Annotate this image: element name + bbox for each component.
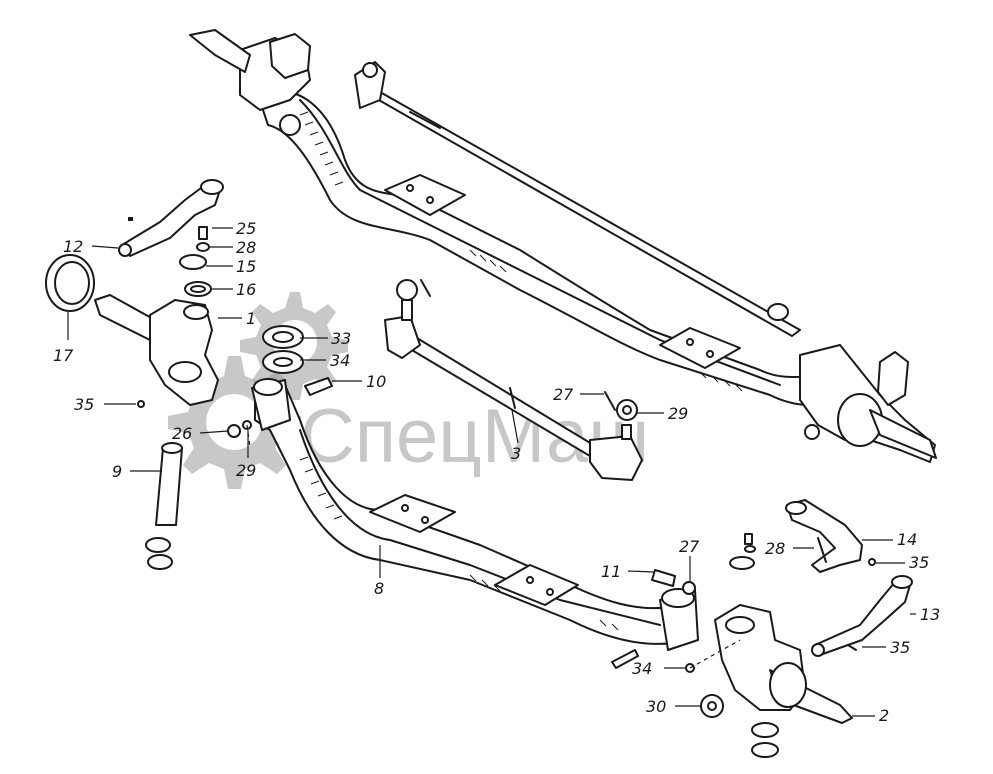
part-25-washer <box>196 242 210 252</box>
front-axle-beam <box>251 378 699 651</box>
part-13-steering-arm <box>811 575 913 657</box>
callout-15: 15 <box>236 257 256 276</box>
cotter-pin-left-tie-rod <box>420 279 431 297</box>
callout-16: 16 <box>236 280 256 299</box>
callout-1: 1 <box>246 309 256 328</box>
callout-13: 13 <box>920 605 940 624</box>
part-30-castle-nut <box>700 694 724 718</box>
callout-2: 2 <box>879 706 889 725</box>
part-28-bolt <box>817 537 827 563</box>
spring-pad-right-lower <box>494 564 579 606</box>
part-1-steering-knuckle-left <box>94 294 219 406</box>
beam-lower-edge <box>299 429 661 626</box>
callout-labels: 12 25 28 15 16 1 17 33 34 10 35 26 29 9 … <box>53 219 940 725</box>
spring-pad-right-top <box>659 327 741 369</box>
callout-35a: 35 <box>909 553 929 572</box>
part-10-wedge-pin <box>304 377 333 396</box>
callout-10: 10 <box>366 372 386 391</box>
kingpin-boss-top-left <box>279 114 301 136</box>
part-17-seal-ring <box>45 254 95 312</box>
callout-9: 9 <box>112 462 122 481</box>
callout-30: 30 <box>646 697 666 716</box>
callout-25: 28 <box>236 238 256 257</box>
cap-right <box>729 556 755 570</box>
beam-top-hatching <box>299 111 743 392</box>
callout-17: 17 <box>53 346 74 365</box>
part-22-bolt <box>198 226 208 240</box>
part-24-nut <box>682 581 696 595</box>
part-23-nut <box>227 424 241 438</box>
part-9-king-pin <box>155 442 183 526</box>
part-16-gasket <box>184 281 212 297</box>
beam-top-edge <box>299 99 781 386</box>
part-35-fitting-a <box>868 558 876 566</box>
callout-34: 34 <box>632 659 652 678</box>
callout-31: 33 <box>331 329 351 348</box>
part-33-grease-fitting <box>137 400 145 408</box>
steering-arm-boss-top-right <box>877 351 909 406</box>
small-pin-near-12 <box>128 217 133 221</box>
callout-8: 8 <box>374 579 384 598</box>
part-3-tie-rod <box>384 279 643 481</box>
part-35-fitting-b <box>847 644 857 651</box>
king-pin-seals-left <box>145 537 173 570</box>
part-2-steering-knuckle-right <box>714 604 853 724</box>
spring-pad-left-top <box>384 174 466 216</box>
callout-32: 34 <box>330 351 350 370</box>
king-pin-seals-right <box>751 722 779 758</box>
callout-28: 28 <box>765 539 785 558</box>
callout-23: 26 <box>172 424 192 443</box>
part-27-cotter-pin <box>604 391 616 411</box>
part-29-castle-nut <box>616 399 638 421</box>
callout-24: 27 <box>679 537 700 556</box>
part-31-thrust-washer <box>262 325 304 349</box>
small-bolt-right <box>744 533 756 553</box>
part-15-cap <box>179 254 207 270</box>
callout-35b: 35 <box>890 638 910 657</box>
spindle-top-left <box>189 29 251 73</box>
cotter-pin-lower <box>611 649 639 669</box>
callout-29: 29 <box>668 404 688 423</box>
callout-12: 12 <box>63 237 83 256</box>
tie-rod-nut-left <box>396 279 418 301</box>
callout-27: 27 <box>553 385 574 404</box>
callout-22: 25 <box>236 219 256 238</box>
assembled-front-axle <box>189 29 937 463</box>
callout-33: 35 <box>74 395 94 414</box>
callout-26: 29 <box>236 461 256 480</box>
part-12-steering-arm <box>118 179 224 257</box>
spindle-top-right <box>869 409 937 459</box>
leader-lines <box>67 227 916 717</box>
callout-11: 11 <box>601 562 621 581</box>
end-cap-top-right <box>767 303 789 321</box>
spring-pad-left-lower <box>369 494 456 533</box>
callout-3: 3 <box>511 444 521 463</box>
part-14-steering-arm <box>785 499 863 573</box>
part-32-shim <box>262 350 304 374</box>
callout-14: 14 <box>897 530 917 549</box>
part-11-wedge-pin <box>651 569 676 587</box>
